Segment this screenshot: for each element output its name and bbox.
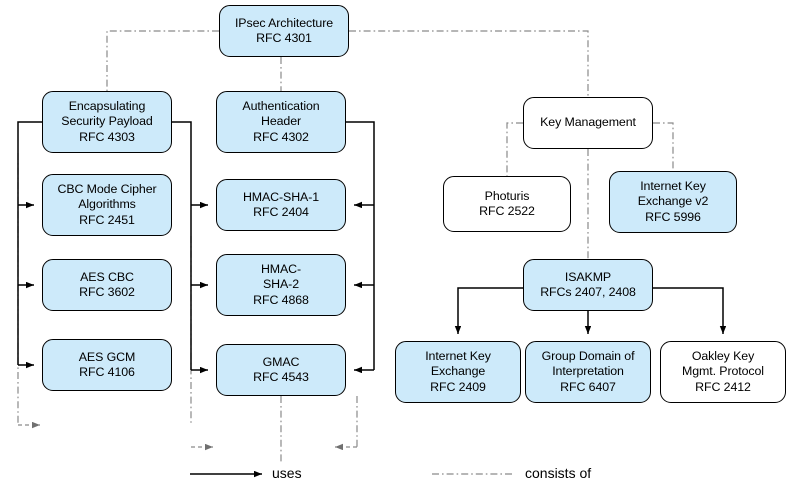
node-line: Internet Key — [425, 349, 491, 364]
node-hmac-sha-2[interactable]: HMAC- SHA-2 RFC 4868 — [216, 254, 346, 316]
uses-edges — [17, 121, 727, 374]
node-line: GMAC — [262, 354, 300, 369]
node-line: Photuris — [484, 188, 530, 203]
node-line: RFC 5996 — [645, 209, 701, 224]
node-line: RFC 2451 — [79, 212, 135, 227]
node-line: Mgmt. Protocol — [682, 364, 764, 379]
node-line: Key Management — [540, 115, 636, 130]
node-aes-gcm[interactable]: AES GCM RFC 4106 — [42, 339, 172, 391]
node-line: RFCs 2407, 2408 — [540, 285, 636, 299]
node-line: HMAC- — [260, 262, 302, 277]
node-line: ISAKMP — [564, 269, 612, 284]
node-line: Header — [260, 114, 302, 129]
node-line: Oakley Key — [691, 349, 755, 364]
node-line: RFC 2404 — [253, 205, 309, 219]
node-line: RFC 3602 — [79, 285, 135, 299]
node-line: Authentication — [242, 99, 320, 114]
node-isakmp[interactable]: ISAKMP RFCs 2407, 2408 — [523, 259, 653, 311]
node-line: CBC Mode Cipher — [57, 182, 157, 197]
node-line: Interpretation — [552, 364, 624, 379]
node-ipsec-architecture[interactable]: IPsec Architecture RFC 4301 — [219, 5, 349, 57]
node-internet-key-exchange[interactable]: Internet Key Exchange RFC 2409 — [395, 341, 521, 403]
node-line: Algorithms — [78, 197, 136, 212]
node-line: Exchange v2 — [637, 194, 709, 209]
node-key-management[interactable]: Key Management — [523, 97, 653, 149]
node-esp[interactable]: Encapsulating Security Payload RFC 4303 — [42, 91, 172, 153]
node-line: RFC 2409 — [430, 379, 486, 394]
node-line: RFC 2412 — [695, 379, 751, 394]
node-line: Encapsulating — [68, 99, 146, 114]
node-line: RFC 4303 — [79, 129, 135, 144]
consists-of-arrow-stubs — [18, 421, 357, 451]
node-photuris[interactable]: Photuris RFC 2522 — [443, 176, 571, 232]
node-aes-cbc[interactable]: AES CBC RFC 3602 — [42, 259, 172, 311]
node-line: HMAC-SHA-1 — [242, 189, 320, 204]
node-line: AES GCM — [78, 349, 136, 364]
node-line: RFC 4106 — [79, 365, 135, 379]
node-cbc-mode-cipher-algorithms[interactable]: CBC Mode Cipher Algorithms RFC 2451 — [42, 174, 172, 236]
node-line: Exchange — [430, 364, 486, 379]
node-group-domain-of-interpretation[interactable]: Group Domain of Interpretation RFC 6407 — [525, 341, 651, 403]
node-gmac[interactable]: GMAC RFC 4543 — [216, 344, 346, 396]
node-line: RFC 4302 — [253, 129, 309, 144]
node-internet-key-exchange-v2[interactable]: Internet Key Exchange v2 RFC 5996 — [609, 171, 737, 233]
node-line: RFC 4301 — [256, 31, 312, 45]
node-hmac-sha-1[interactable]: HMAC-SHA-1 RFC 2404 — [216, 179, 346, 231]
node-line: RFC 6407 — [560, 379, 616, 394]
node-line: IPsec Architecture — [234, 15, 334, 30]
node-authentication-header[interactable]: Authentication Header RFC 4302 — [216, 91, 346, 153]
node-line: RFC 4868 — [253, 292, 309, 307]
node-line: AES CBC — [80, 269, 134, 284]
legend-uses-label: uses — [272, 465, 302, 481]
node-line: RFC 2522 — [479, 204, 535, 218]
legend-consists-of-label: consists of — [525, 465, 592, 481]
node-line: Internet Key — [640, 179, 706, 194]
node-oakley-key-mgmt-protocol[interactable]: Oakley Key Mgmt. Protocol RFC 2412 — [660, 341, 786, 403]
node-line: SHA-2 — [263, 277, 299, 292]
node-line: Group Domain of — [541, 349, 635, 364]
node-line: Security Payload — [61, 114, 153, 129]
node-line: RFC 4543 — [253, 370, 309, 384]
